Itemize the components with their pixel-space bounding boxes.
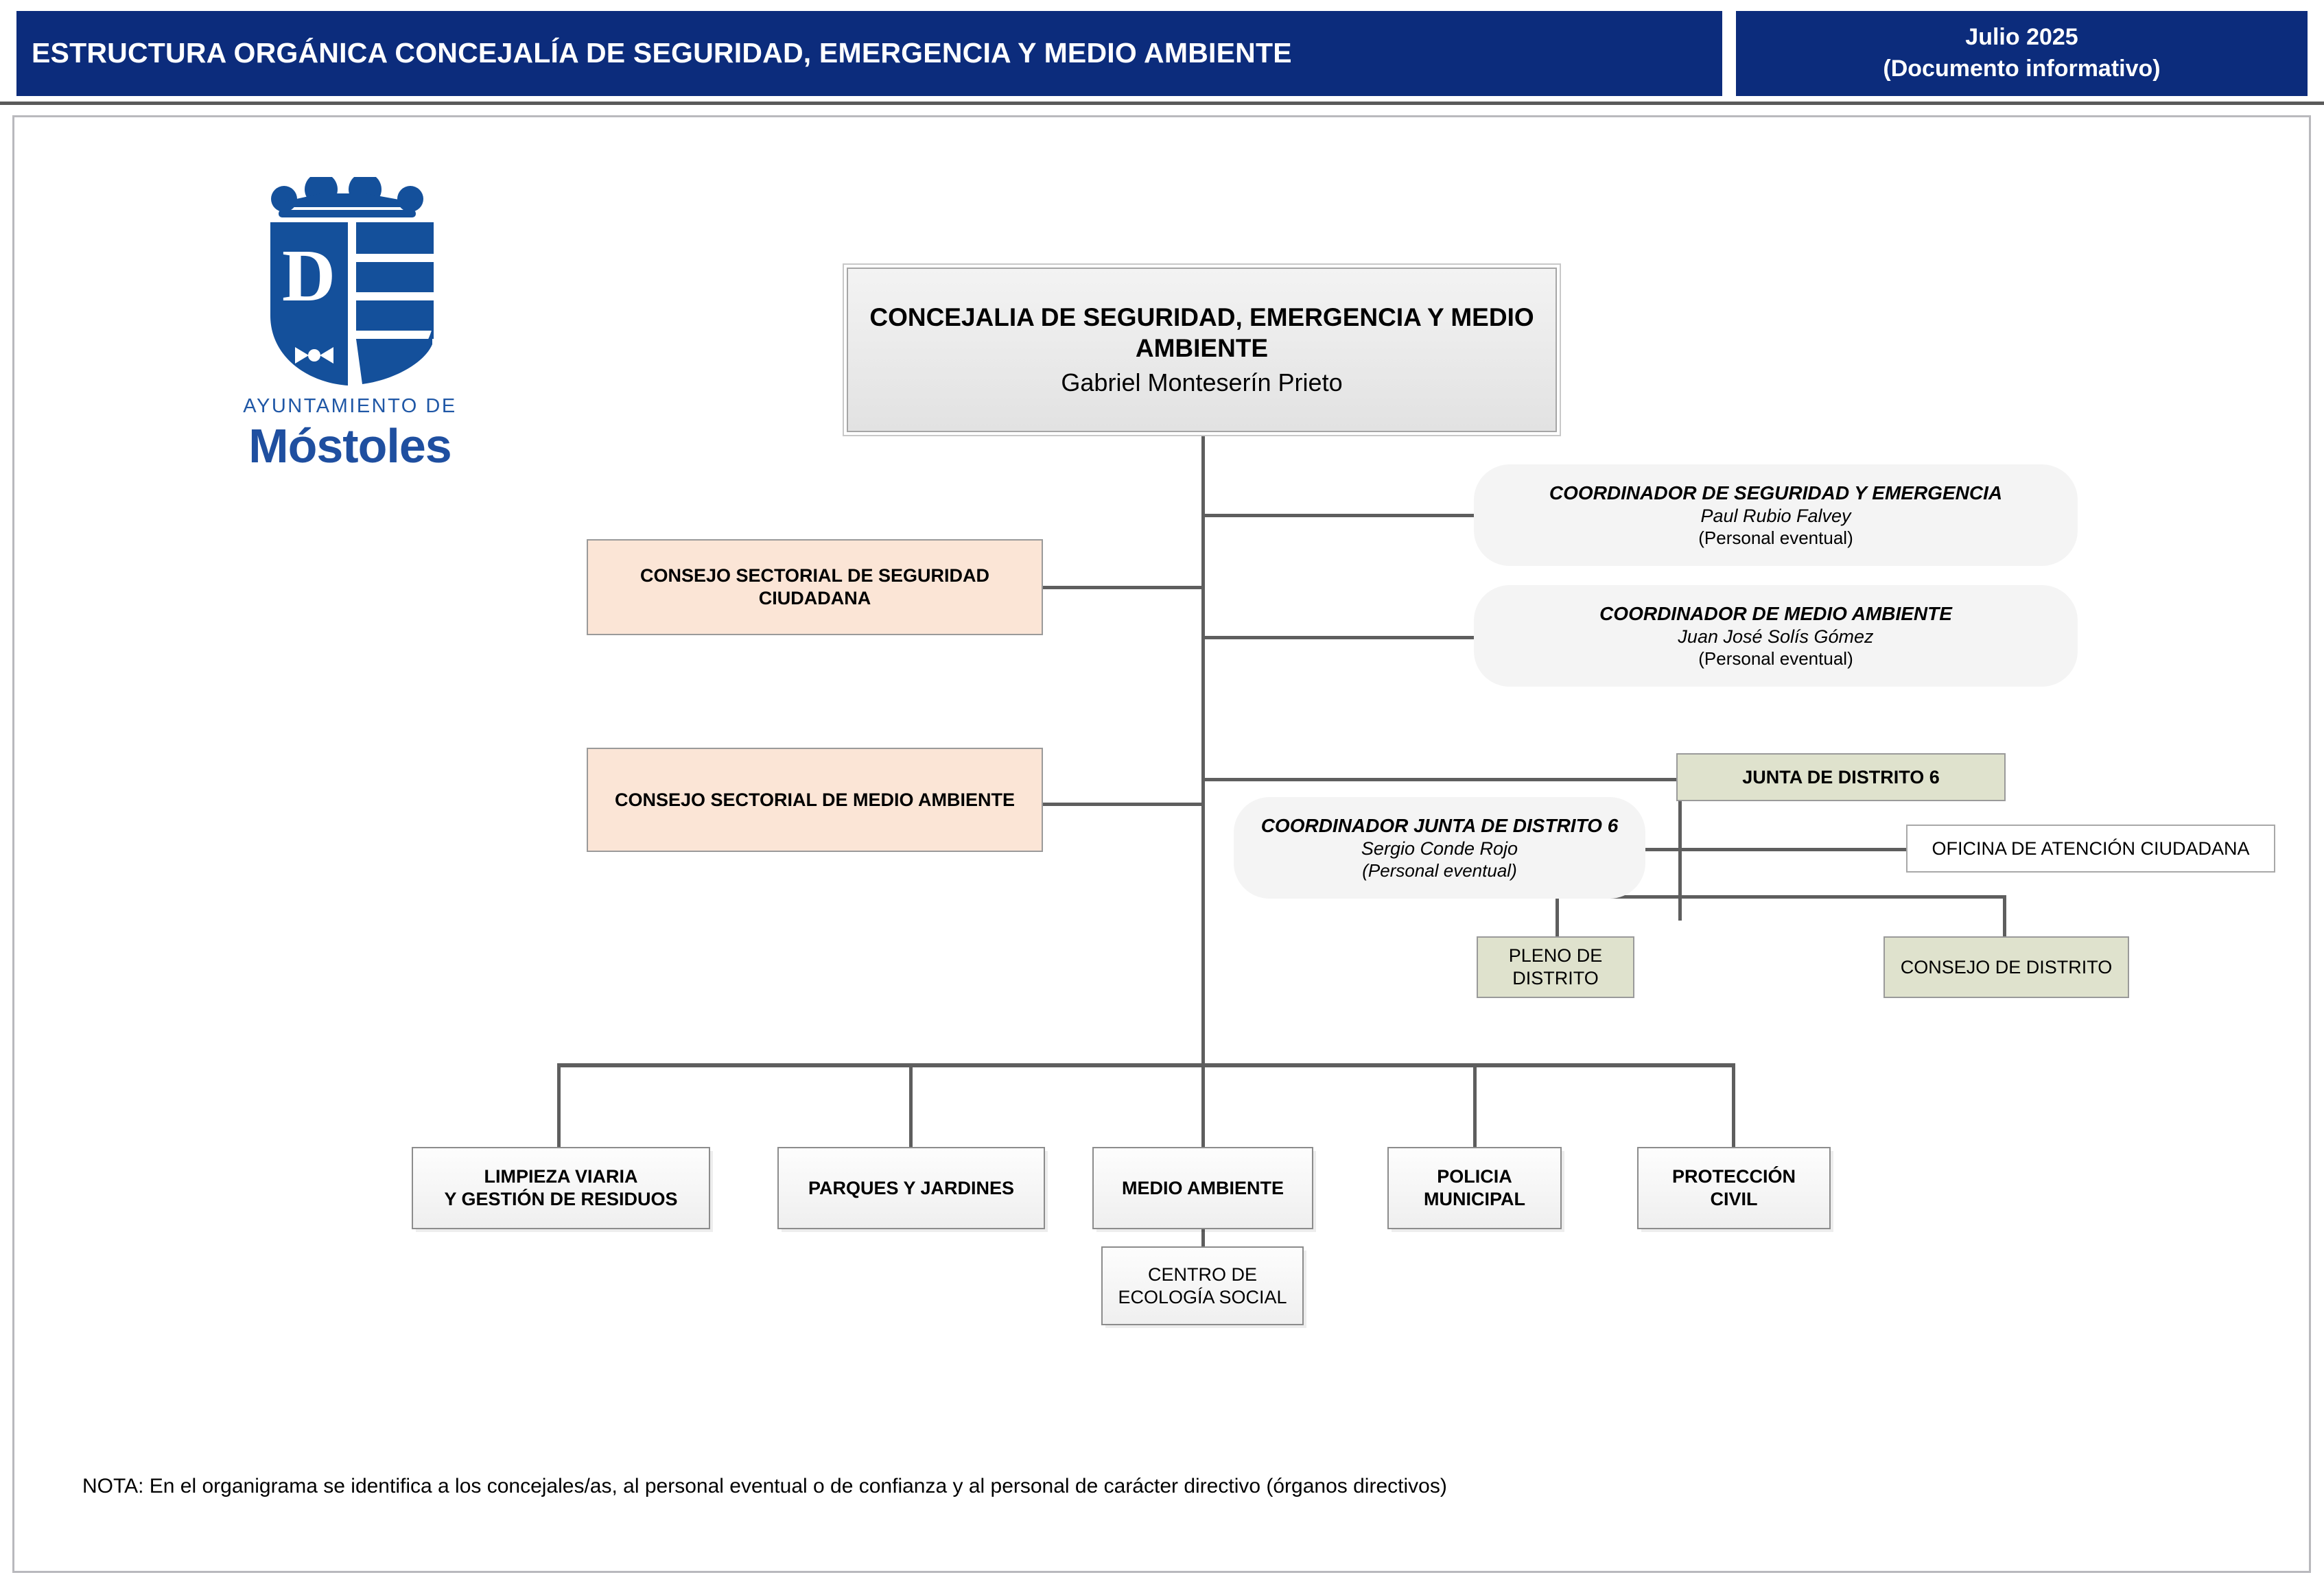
connector-to-consejo-medioambiente [1043,803,1205,806]
crown-icon [271,177,423,217]
connector-to-pleno-distrito [1556,895,1559,938]
connector-drop-medioambiente [1201,1063,1205,1150]
node-coordinador-junta-distrito[interactable]: COORDINADOR JUNTA DE DISTRITO 6 Sergio C… [1234,797,1645,899]
header-date-bar: Julio 2025 (Documento informativo) [1735,10,2309,97]
coord-medioambiente-staff: (Personal eventual) [1698,648,1853,669]
coord-seguridad-staff: (Personal eventual) [1698,527,1853,548]
coord-junta-title: COORDINADOR JUNTA DE DISTRITO 6 [1260,814,1619,836]
connector-departments-bus [557,1063,1735,1067]
page-title: ESTRUCTURA ORGÁNICA CONCEJALÍA DE SEGURI… [32,37,1292,69]
connector-junta-children-bus [1556,895,2006,899]
node-centro-ecologia-social[interactable]: CENTRO DE ECOLOGÍA SOCIAL [1101,1246,1304,1325]
svg-text:D: D [282,235,336,317]
coord-junta-staff: (Personal eventual) [1362,860,1517,881]
root-person: Gabriel Monteserín Prieto [1061,368,1343,397]
node-coordinador-seguridad[interactable]: COORDINADOR DE SEGURIDAD Y EMERGENCIA Pa… [1474,464,2078,566]
node-dept-parques-jardines[interactable]: PARQUES Y JARDINES [777,1147,1045,1229]
node-consejo-distrito[interactable]: CONSEJO DE DISTRITO [1883,936,2129,998]
node-oficina-atencion-ciudadana[interactable]: OFICINA DE ATENCIÓN CIUDADANA [1906,825,2275,873]
dept-limpieza-line1: LIMPIEZA VIARIA [484,1166,638,1187]
pleno-distrito-label: PLENO DE DISTRITO [1508,945,1603,988]
header-title-bar: ESTRUCTURA ORGÁNICA CONCEJALÍA DE SEGURI… [15,10,1724,97]
logo-line-1: AYUNTAMIENTO DE [243,395,457,417]
connector-drop-proteccion [1732,1063,1735,1150]
coord-seguridad-title: COORDINADOR DE SEGURIDAD Y EMERGENCIA [1549,482,2003,503]
mostoles-logo: D AYUNTAMIENTO DE Móstoles [206,177,494,479]
dept-policia-line2: MUNICIPAL [1424,1189,1525,1209]
junta-distrito-label: JUNTA DE DISTRITO 6 [1742,766,1940,787]
dept-medioambiente-line1: MEDIO AMBIENTE [1122,1177,1284,1198]
node-junta-distrito-6[interactable]: JUNTA DE DISTRITO 6 [1676,753,2006,801]
header-date: Julio 2025 [1965,24,2078,51]
coord-junta-person: Sergio Conde Rojo [1361,838,1518,859]
header-divider [0,102,2324,105]
consejo-medioambiente-label: CONSEJO SECTORIAL DE MEDIO AMBIENTE [614,789,1016,810]
coord-medioambiente-title: COORDINADOR DE MEDIO AMBIENTE [1599,602,1952,624]
node-dept-proteccion-civil[interactable]: PROTECCIÓN CIVIL [1637,1147,1831,1229]
connector-drop-policia [1473,1063,1477,1150]
dept-limpieza-line2: Y GESTIÓN DE RESIDUOS [444,1189,678,1209]
centro-ecologia-line2: ECOLOGÍA SOCIAL [1118,1286,1287,1307]
connector-to-coord-junta [1643,848,1682,851]
consejo-distrito-label: CONSEJO DE DISTRITO [1900,956,2113,977]
connector-to-coord-seguridad [1201,514,1480,517]
node-pleno-distrito[interactable]: PLENO DE DISTRITO [1477,936,1634,998]
dept-proteccion-line1: PROTECCIÓN [1671,1166,1796,1187]
dept-parques-line1: PARQUES Y JARDINES [808,1177,1015,1198]
connector-to-oficina [1643,848,1908,851]
footer-note: NOTA: En el organigrama se identifica a … [82,1475,1447,1497]
page-header: ESTRUCTURA ORGÁNICA CONCEJALÍA DE SEGURI… [0,10,2324,99]
coat-of-arms-shield-icon: D [270,222,434,386]
connector-to-consejo-seguridad [1043,586,1205,589]
coord-seguridad-person: Paul Rubio Falvey [1700,505,1851,526]
node-consejo-sectorial-medioambiente[interactable]: CONSEJO SECTORIAL DE MEDIO AMBIENTE [587,748,1043,852]
connector-trunk-vertical [1201,429,1205,1067]
consejo-seguridad-label: CONSEJO SECTORIAL DE SEGURIDAD CIUDADANA [639,565,990,608]
connector-junta-vertical [1678,801,1682,921]
connector-to-coord-medioambiente [1201,636,1480,639]
node-consejo-sectorial-seguridad[interactable]: CONSEJO SECTORIAL DE SEGURIDAD CIUDADANA [587,539,1043,635]
node-dept-medio-ambiente[interactable]: MEDIO AMBIENTE [1092,1147,1313,1229]
oficina-label: OFICINA DE ATENCIÓN CIUDADANA [1932,838,2250,859]
coord-medioambiente-person: Juan José Solís Gómez [1678,626,1874,647]
connector-drop-limpieza [557,1063,561,1150]
root-title: CONCEJALIA DE SEGURIDAD, EMERGENCIA Y ME… [869,303,1534,363]
node-coordinador-medioambiente[interactable]: COORDINADOR DE MEDIO AMBIENTE Juan José … [1474,585,2078,687]
centro-ecologia-line1: CENTRO DE [1147,1264,1257,1285]
node-dept-policia-municipal[interactable]: POLICIA MUNICIPAL [1387,1147,1562,1229]
connector-to-consejo-distrito [2003,895,2006,938]
node-dept-limpieza-viaria[interactable]: LIMPIEZA VIARIA Y GESTIÓN DE RESIDUOS [412,1147,710,1229]
logo-line-2: Móstoles [248,419,451,473]
header-subtitle: (Documento informativo) [1883,56,2161,82]
node-concejalia-root[interactable]: CONCEJALIA DE SEGURIDAD, EMERGENCIA Y ME… [847,268,1557,432]
connector-drop-parques [909,1063,913,1150]
dept-policia-line1: POLICIA [1437,1166,1512,1187]
connector-to-junta-distrito [1201,778,1677,781]
dept-proteccion-line2: CIVIL [1710,1189,1758,1209]
